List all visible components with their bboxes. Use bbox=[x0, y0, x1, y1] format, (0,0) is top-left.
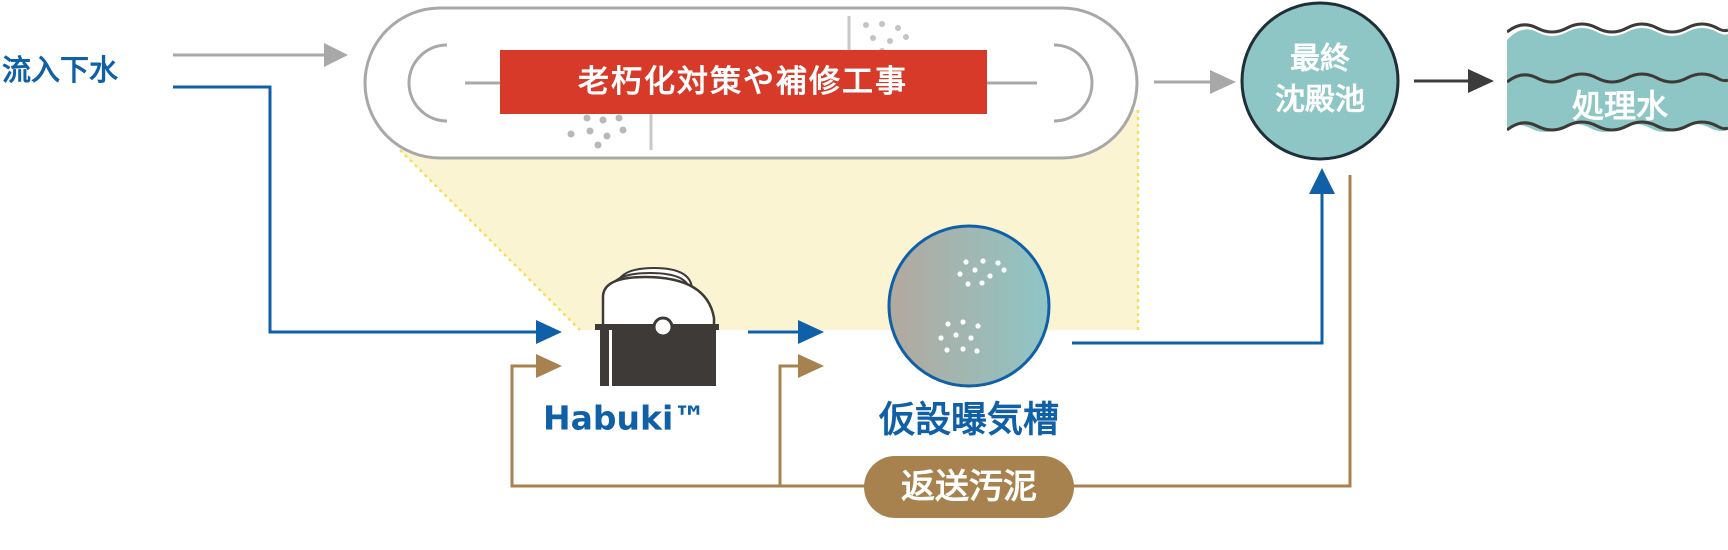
tank-to-basin-arrow bbox=[1309, 168, 1335, 194]
return-sludge-arrow-tank bbox=[798, 354, 824, 378]
return-sludge-branch-line bbox=[778, 364, 800, 486]
temp-tank-label: 仮設曝気槽 bbox=[878, 400, 1059, 441]
return-sludge-arrow-habuki bbox=[536, 354, 562, 378]
habuki-to-tank-arrow bbox=[798, 320, 824, 344]
habuki-label: Habuki™ bbox=[543, 399, 706, 438]
wave-water-icon bbox=[1507, 22, 1728, 132]
bypass-flow-line bbox=[173, 85, 536, 334]
tank-to-basin-gray-arrow bbox=[1210, 70, 1236, 94]
renovation-banner-text: 老朽化対策や補修工事 bbox=[578, 64, 908, 100]
bypass-flow-arrow bbox=[536, 320, 562, 344]
inflow-label: 流入下水 bbox=[2, 53, 119, 87]
final-basin-label-line2: 沈殿池 bbox=[1275, 83, 1365, 118]
return-sludge-main-line bbox=[510, 175, 1352, 488]
bubble-dots-bottom bbox=[567, 114, 627, 149]
return-sludge-label: 返送汚泥 bbox=[901, 467, 1037, 507]
temporary-aeration-tank bbox=[887, 224, 1051, 388]
tank-to-basin-line bbox=[1072, 188, 1324, 345]
habuki-shaft-icon bbox=[652, 316, 674, 338]
renovation-banner bbox=[500, 50, 987, 114]
final-sedimentation-basin bbox=[1240, 1, 1400, 161]
tank-bubble-dots bbox=[938, 258, 1007, 354]
highlight-zone-left-edge bbox=[399, 149, 581, 331]
final-basin-label-line1: 最終 bbox=[1290, 42, 1350, 77]
treated-water-label: 処理水 bbox=[1572, 87, 1669, 125]
basin-to-treated-arrow bbox=[1468, 69, 1494, 93]
return-sludge-badge bbox=[864, 456, 1074, 518]
bubble-dots-top bbox=[863, 21, 909, 54]
habuki-device-icon bbox=[595, 266, 719, 386]
inflow-to-tank-arrow bbox=[324, 43, 348, 67]
